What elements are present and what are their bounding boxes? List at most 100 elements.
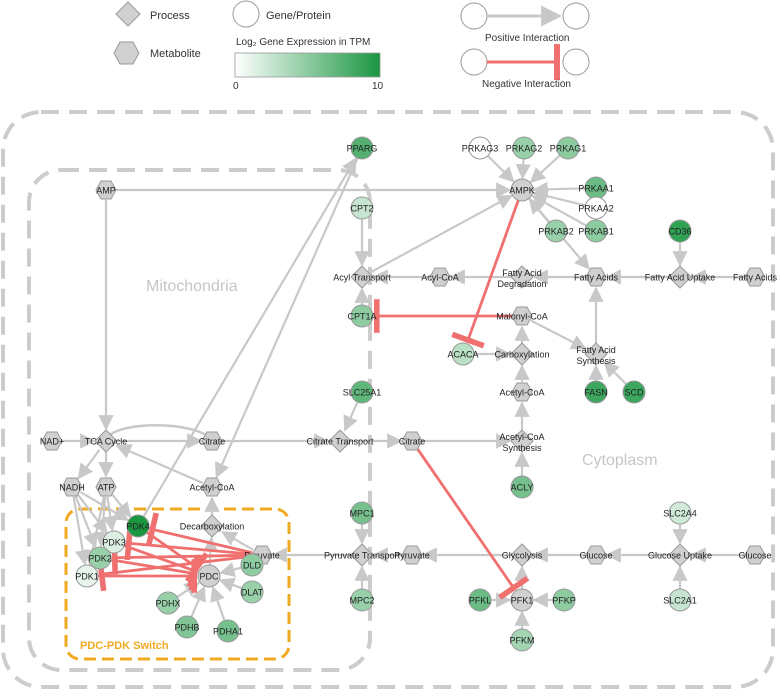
gene-circle	[510, 588, 534, 612]
metabolite-hexagon	[511, 382, 533, 402]
legend-negative-label: Negative Interaction	[482, 79, 571, 90]
node-label: MPC2	[349, 596, 374, 606]
node-label: PFKP	[552, 596, 576, 606]
node-prkaa2[interactable]: PRKAA2	[578, 196, 614, 220]
node-decarboxylation[interactable]: Decarboxylation	[180, 514, 245, 538]
node-glucoseext[interactable]: Glucose	[738, 545, 772, 565]
node-glucose[interactable]: Glucose	[579, 545, 613, 565]
node-citratecyt[interactable]: Citrate	[399, 431, 426, 451]
legend-process-icon	[115, 1, 141, 27]
node-carboxylation[interactable]: Carboxylation	[494, 342, 550, 366]
node-mpc1[interactable]: MPC1	[349, 501, 375, 525]
node-pfk1[interactable]: PFK1	[510, 588, 534, 612]
metabolite-hexagon	[61, 477, 83, 497]
node-dld[interactable]: DLD	[240, 553, 264, 577]
node-fattyacids[interactable]: Fatty Acids	[574, 267, 619, 287]
node-slc2a1[interactable]: SLC2A1	[663, 588, 697, 612]
node-fauptake[interactable]: Fatty Acid Uptake	[645, 265, 716, 289]
node-prkab2[interactable]: PRKAB2	[538, 219, 574, 243]
node-acaca[interactable]: ACACA	[447, 342, 479, 366]
node-prkag2[interactable]: PRKAG2	[506, 136, 543, 160]
node-pdk4[interactable]: PDK4	[126, 514, 150, 538]
node-acetylcoacyt[interactable]: Acetyl-CoA	[499, 382, 545, 402]
node-prkag1[interactable]: PRKAG1	[550, 136, 587, 160]
node-pdc[interactable]: PDC	[197, 564, 221, 588]
node-cd36[interactable]: CD36	[668, 219, 692, 243]
node-label: Glucose Uptake	[648, 551, 712, 561]
node-label: DLAT	[241, 588, 264, 598]
inhibition-pyruvatemito-to-pdk1	[96, 554, 253, 592]
node-prkag3[interactable]: PRKAG3	[462, 136, 499, 160]
node-citratemito[interactable]: Citrate	[199, 431, 226, 451]
edge-acyltransport-to-ampk	[371, 194, 513, 273]
node-pdhb[interactable]: PDHB	[174, 615, 200, 639]
edge-pparg-to-acetylcoamito	[215, 157, 359, 479]
node-citratetransport[interactable]: Citrate Transport	[306, 429, 374, 453]
node-pdha1[interactable]: PDHA1	[213, 619, 243, 643]
node-cpt2[interactable]: CPT2	[350, 196, 374, 220]
edge-malonylcoa-to-fasyn	[530, 319, 587, 350]
node-label: ACACA	[447, 350, 478, 360]
gene-circle	[350, 136, 374, 160]
node-prkaa1[interactable]: PRKAA1	[578, 176, 614, 200]
node-ampk[interactable]: AMPK	[509, 178, 535, 202]
process-diamond	[328, 429, 352, 453]
node-malonylcoa[interactable]: Malonyl-CoA	[496, 306, 548, 326]
node-nad[interactable]: NAD+	[40, 431, 64, 451]
gene-circle	[510, 628, 534, 652]
node-nadh[interactable]: NADH	[59, 477, 85, 497]
gene-circle	[240, 580, 264, 604]
node-glucoseuptake[interactable]: Glucose Uptake	[648, 543, 712, 567]
node-fasn[interactable]: FASN	[584, 380, 608, 404]
node-pparg[interactable]: PPARG	[347, 136, 378, 160]
node-acyltransport[interactable]: Acyl Transport	[333, 265, 391, 289]
node-label-line2: Synthesis	[502, 443, 542, 453]
node-acetylcoamito[interactable]: Acetyl-CoA	[189, 477, 235, 497]
node-pyruvatecyt[interactable]: Pyruvate	[394, 545, 430, 565]
process-diamond	[94, 429, 118, 453]
node-pyrtransport[interactable]: Pyruvate Transport	[324, 543, 401, 567]
node-acly[interactable]: ACLY	[510, 475, 534, 499]
edge-scd-to-fasyn	[603, 361, 627, 385]
node-glycolysis[interactable]: Glycolysis	[502, 543, 543, 567]
node-fattyacidsext[interactable]: Fatty Acids	[733, 267, 778, 287]
node-amp[interactable]: AMP	[95, 180, 117, 200]
process-diamond	[584, 342, 608, 366]
node-pdk3[interactable]: PDK3	[102, 530, 126, 554]
node-label: Acetyl-CoA	[499, 432, 544, 442]
inhibition-ampk-to-acaca	[451, 199, 520, 349]
node-label: Citrate Transport	[306, 437, 374, 447]
node-label-line2: Synthesis	[576, 356, 616, 366]
node-mpc2[interactable]: MPC2	[349, 588, 375, 612]
node-label: SLC2A1	[663, 596, 697, 606]
legend-process-label: Process	[150, 10, 190, 22]
node-pdk1[interactable]: PDK1	[75, 564, 99, 588]
node-slc2a4[interactable]: SLC2A4	[663, 501, 697, 525]
gene-circle	[350, 196, 374, 220]
metabolite-hexagon	[744, 545, 766, 565]
node-label: PRKAG2	[506, 144, 543, 154]
node-tca[interactable]: TCA Cycle	[85, 429, 128, 453]
node-atp[interactable]: ATP	[95, 477, 117, 497]
process-diamond	[668, 265, 692, 289]
gene-circle	[197, 564, 221, 588]
node-label: ATP	[98, 483, 115, 493]
node-prkab1[interactable]: PRKAB1	[578, 219, 614, 243]
node-pfkp[interactable]: PFKP	[552, 588, 576, 612]
node-pdhx[interactable]: PDHX	[155, 591, 181, 615]
legend-negative-target-icon	[562, 48, 590, 76]
node-pfkm[interactable]: PFKM	[509, 628, 535, 652]
legend-gene-icon	[232, 0, 260, 28]
node-pfkl[interactable]: PFKL	[468, 588, 492, 612]
node-scd[interactable]: SCD	[622, 380, 646, 404]
node-label: PDHA1	[213, 627, 243, 637]
node-dlat[interactable]: DLAT	[240, 580, 264, 604]
node-cpt1a[interactable]: CPT1A	[347, 304, 377, 328]
node-slc25a1[interactable]: SLC25A1	[343, 380, 382, 404]
node-acylcoa[interactable]: Acyl-CoA	[421, 267, 459, 287]
node-pdk2[interactable]: PDK2	[88, 546, 112, 570]
process-diamond	[350, 543, 374, 567]
